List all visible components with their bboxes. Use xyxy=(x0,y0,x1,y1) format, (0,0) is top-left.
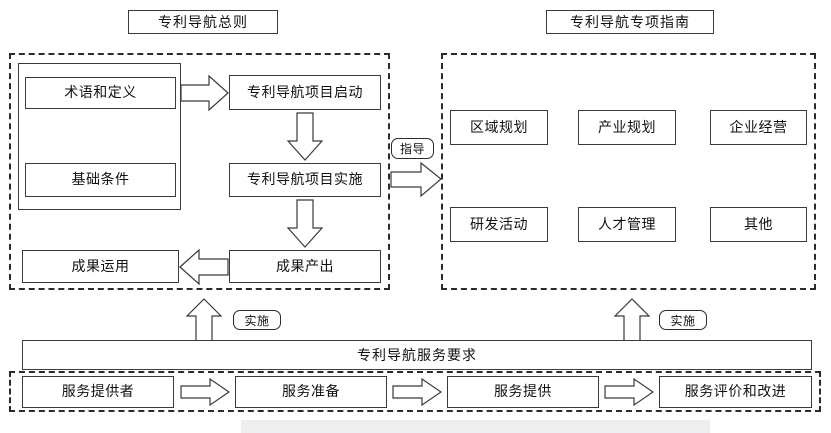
service-requirement-label: 专利导航服务要求 xyxy=(357,348,477,364)
box-basic-conditions: 基础条件 xyxy=(25,163,176,197)
connector-label-guidance: 指导 xyxy=(391,138,434,159)
box-project-launch-label: 专利导航项目启动 xyxy=(247,84,363,101)
box-enterprise-operation-label: 企业经营 xyxy=(729,119,788,136)
box-project-implementation: 专利导航项目实施 xyxy=(229,163,381,197)
box-enterprise-operation: 企业经营 xyxy=(710,110,807,145)
arrow-provision-to-evaluation xyxy=(604,378,654,406)
box-result-application-label: 成果运用 xyxy=(71,258,130,275)
box-other: 其他 xyxy=(710,207,807,242)
box-terms-and-definitions: 术语和定义 xyxy=(25,77,176,109)
box-result-output-label: 成果产出 xyxy=(276,258,334,275)
box-regional-planning-label: 区域规划 xyxy=(470,119,528,136)
arrow-implement-right xyxy=(613,298,651,342)
arrow-provider-to-preparation xyxy=(180,378,230,406)
box-other-label: 其他 xyxy=(744,216,773,233)
connector-label-implement-left: 实施 xyxy=(233,310,281,330)
box-service-evaluation-improvement: 服务评价和改进 xyxy=(659,376,812,408)
arrow-implementation-to-output xyxy=(286,199,324,248)
connector-label-implement-left-text: 实施 xyxy=(244,313,270,328)
arrow-guidance-to-special-guide xyxy=(390,161,442,198)
arrow-basis-to-launch xyxy=(180,74,229,112)
title-box-general: 专利导航总则 xyxy=(128,10,278,34)
box-talent-management-label: 人才管理 xyxy=(598,216,656,233)
service-flow-panel xyxy=(9,371,821,412)
box-rnd-activity: 研发活动 xyxy=(450,207,548,242)
title-special-guide-label: 专利导航专项指南 xyxy=(570,15,690,31)
service-requirement-bar: 专利导航服务要求 xyxy=(22,340,812,370)
arrow-launch-to-implementation xyxy=(286,112,324,161)
box-regional-planning: 区域规划 xyxy=(450,110,548,145)
box-project-launch: 专利导航项目启动 xyxy=(229,75,381,110)
box-service-provision-label: 服务提供 xyxy=(494,384,552,400)
title-box-special-guide: 专利导航专项指南 xyxy=(546,10,714,34)
connector-label-guidance-text: 指导 xyxy=(399,142,425,156)
connector-label-implement-right: 实施 xyxy=(659,310,707,330)
arrow-preparation-to-provision xyxy=(392,378,442,406)
box-service-preparation: 服务准备 xyxy=(235,376,387,408)
connector-label-implement-right-text: 实施 xyxy=(670,313,696,328)
footer-strip xyxy=(241,420,710,433)
box-service-preparation-label: 服务准备 xyxy=(282,384,340,400)
general-principles-panel xyxy=(9,53,390,290)
box-result-output: 成果产出 xyxy=(229,250,381,283)
box-result-application: 成果运用 xyxy=(22,250,179,283)
box-service-provider: 服务提供者 xyxy=(22,376,174,408)
box-service-provision: 服务提供 xyxy=(447,376,599,408)
box-rnd-activity-label: 研发活动 xyxy=(470,216,528,233)
special-guide-panel xyxy=(441,53,816,290)
title-general-label: 专利导航总则 xyxy=(158,15,248,31)
box-basic-conditions-label: 基础条件 xyxy=(71,172,130,188)
box-talent-management: 人才管理 xyxy=(578,207,676,242)
arrow-implement-left xyxy=(185,298,223,342)
box-service-provider-label: 服务提供者 xyxy=(61,384,135,400)
box-industry-planning: 产业规划 xyxy=(578,110,676,145)
box-terms-and-definitions-label: 术语和定义 xyxy=(64,85,137,101)
box-service-evaluation-improvement-label: 服务评价和改进 xyxy=(684,384,787,400)
box-project-implementation-label: 专利导航项目实施 xyxy=(247,172,363,188)
basis-group-container xyxy=(18,63,181,210)
arrow-output-to-application xyxy=(179,249,229,285)
box-industry-planning-label: 产业规划 xyxy=(598,119,656,136)
